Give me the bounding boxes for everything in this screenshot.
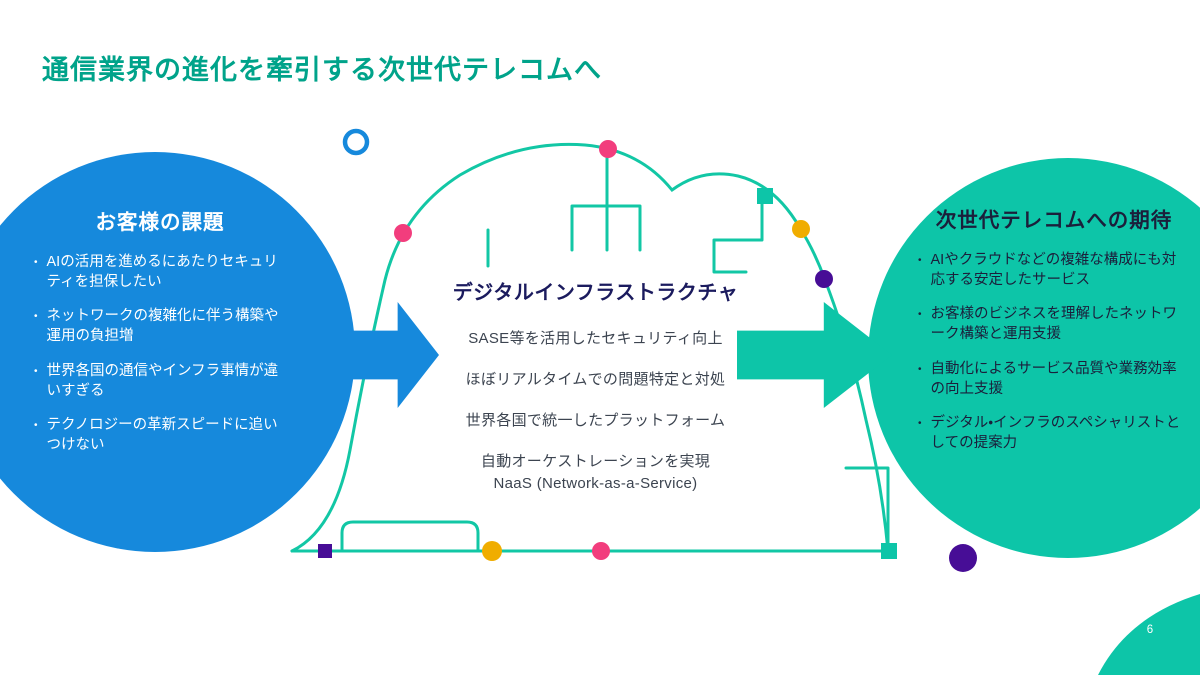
bullet-icon: • [918,363,922,375]
node-purple-large [949,544,977,572]
bullet-icon: • [918,255,922,266]
customer-challenges-list: • AIの活用を進めるにあたりセキュリティを担保したい • ネットワークの複雑化に伴… [34,253,286,456]
list-item: • AIやクラウドなどの複雑な構成にも対応する安定したサービス [918,251,1190,290]
arrow-right-blue-icon [345,302,439,408]
node-purple-square-bottom [318,544,332,558]
node-pink-left [394,224,412,242]
list-item: • ネットワークの複雑化に伴う構築や運用の負担増 [34,307,286,346]
page-number: 6 [1146,624,1154,636]
customer-challenges-heading: お客様の課題 [95,211,225,234]
node-yellow-right [792,220,810,238]
customer-challenges-panel: お客様の課題 • AIの活用を進めるにあたりセキュリティを担保したい • ネットワー… [34,205,286,471]
center-line: NaaS (Network-as-a-Service) [493,475,698,492]
digital-infrastructure-heading: デジタルインフラストラクチャ [452,282,739,304]
list-item: • AIの活用を進めるにあたりセキュリティを担保したい [34,253,286,292]
list-item-label: AIの活用を進めるにあたりセキュリティを担保したい [46,254,278,290]
expectations-list: • AIやクラウドなどの複雑な構成にも対応する安定したサービス • お客様のビジネス… [918,251,1190,454]
list-item: • デジタル・インフラのスペシャリストとしての提案力 [918,414,1190,453]
bullet-icon: • [918,418,922,430]
node-pink-top [599,140,617,158]
circuit-top-center [570,150,642,252]
circuit-right-drop [844,466,890,553]
page-title: 通信業界の進化を牽引する次世代テレコムへ [42,55,602,85]
list-item-label: テクノロジーの革新スピードに追いつけない [46,417,278,454]
customer-challenges-circle [0,152,355,552]
center-line: ほぼリアルタイムでの問題特定と対処 [465,371,726,388]
arrow-right-teal-icon [737,302,892,408]
center-line: 自動オーケストレーションを実現 [480,453,711,470]
center-line: SASE等を活用したセキュリティ向上 [468,330,723,347]
list-item: • テクノロジーの革新スピードに追いつけない [34,416,286,455]
list-item-label: デジタル・インフラのスペシャリストとしての提案力 [930,415,1181,452]
node-pink-bottom [592,542,610,560]
bullet-icon: • [34,311,38,323]
node-teal-square-bottom [881,543,897,559]
digital-infrastructure-panel: デジタルインフラストラクチャ SASE等を活用したセキュリティ向上 ほぼリアルタ… [438,276,753,492]
list-item-label: AIやクラウドなどの複雑な構成にも対応する安定したサービス [930,252,1177,288]
list-item-label: お客様のビジネスを理解したネットワーク構築と運用支援 [930,306,1178,343]
expectations-heading: 次世代テレコムへの期待 [935,209,1173,232]
list-item: • 世界各国の通信やインフラ事情が違いすぎる [34,362,286,401]
node-yellow-bottom [482,541,502,561]
bullet-icon: • [34,420,38,432]
list-item-label: 自動化によるサービス品質や業務効率の向上支援 [930,360,1177,397]
list-item-label: 世界各国の通信やインフラ事情が違いすぎる [46,362,279,399]
circuit-right-top [712,196,764,274]
bullet-icon: • [918,309,922,321]
circuit-bottom-loop [340,520,480,553]
expectations-circle [868,158,1200,558]
ring-icon [342,128,370,156]
center-line: 世界各国で統一したプラットフォーム [465,412,726,429]
expectations-panel: 次世代テレコムへの期待 • AIやクラウドなどの複雑な構成にも対応する安定したサー… [918,203,1190,469]
bullet-icon: • [34,257,38,268]
list-item: • お客様のビジネスを理解したネットワーク構築と運用支援 [918,305,1190,344]
list-item-label: ネットワークの複雑化に伴う構築や運用の負担増 [46,308,279,345]
bullet-icon: • [34,365,38,377]
node-teal-square-top [757,188,773,204]
node-purple-right [815,270,833,288]
list-item: • 自動化によるサービス品質や業務効率の向上支援 [918,360,1190,399]
